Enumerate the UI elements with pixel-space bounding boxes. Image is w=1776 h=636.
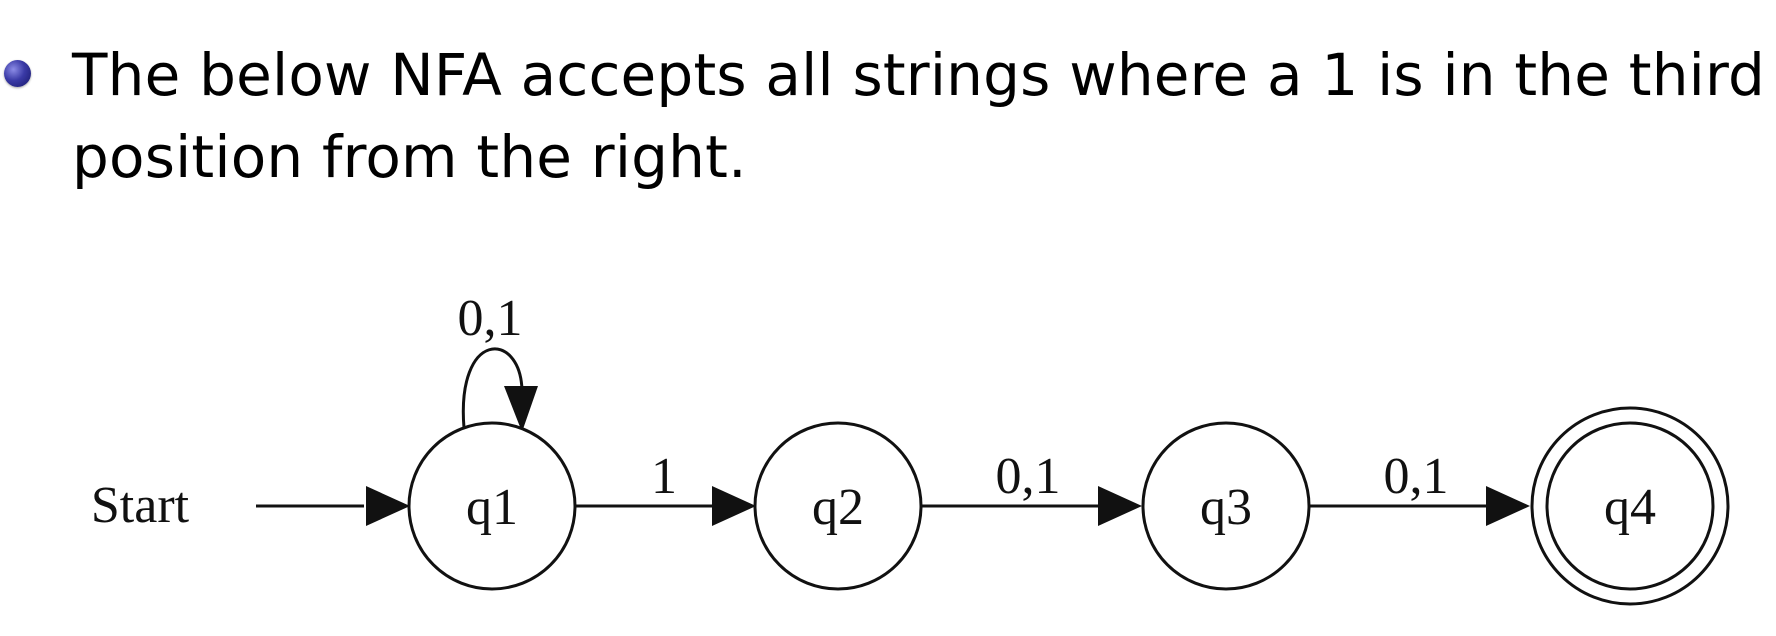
state-label-q2: q2: [812, 479, 864, 536]
transition-label-q3-q4: 0,1: [1384, 448, 1449, 505]
transition-label-q1-q1: 0,1: [458, 290, 523, 347]
bullet-point-icon: [4, 60, 31, 87]
bullet-text: The below NFA accepts all strings where …: [72, 41, 1766, 191]
start-label: Start: [91, 477, 190, 534]
state-label-q1: q1: [466, 479, 518, 536]
state-q4-accepting: q4: [1530, 406, 1730, 606]
state-q1: q1: [407, 421, 577, 591]
state-q2: q2: [753, 421, 923, 591]
state-label-q3: q3: [1200, 479, 1252, 536]
start-arrow: [256, 486, 410, 526]
transition-q2-q3: [922, 486, 1142, 526]
transition-q3-q4: [1310, 486, 1530, 526]
transition-label-q2-q3: 0,1: [996, 448, 1061, 505]
transition-label-q1-q2: 1: [651, 448, 677, 505]
transition-q1-q2: [576, 486, 756, 526]
state-q3: q3: [1141, 421, 1311, 591]
self-loop-q1: [461, 347, 538, 432]
state-label-q4: q4: [1604, 479, 1656, 536]
